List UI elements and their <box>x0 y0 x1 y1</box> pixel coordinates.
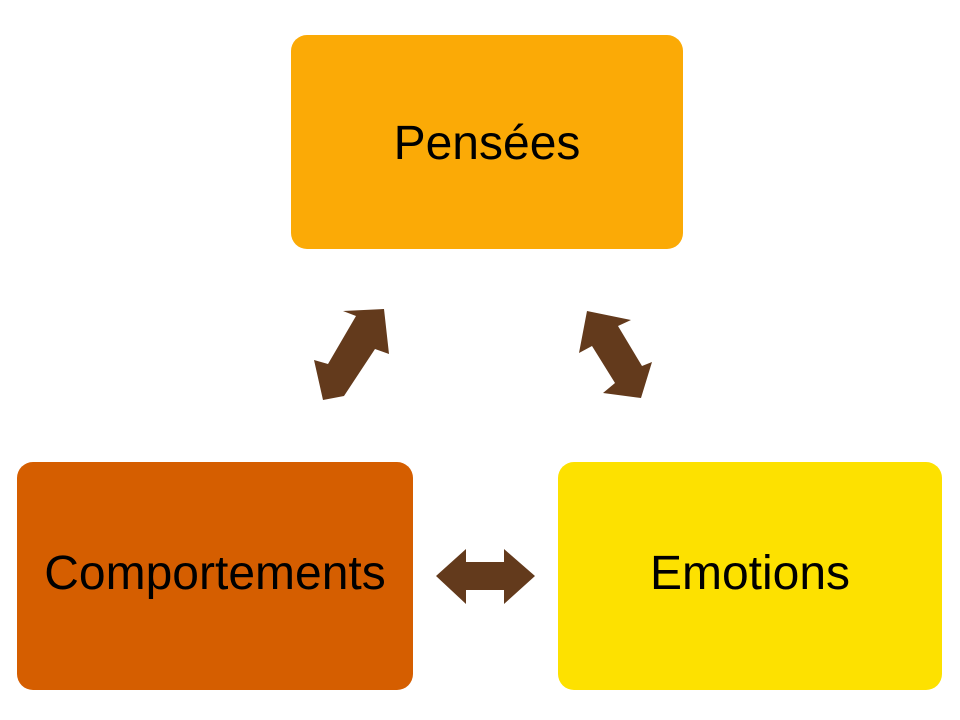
node-comportements-label: Comportements <box>44 547 386 600</box>
double-arrow-pensees-comportements <box>314 309 389 400</box>
double-arrow-comportements-emotions <box>436 549 535 604</box>
node-emotions-label: Emotions <box>649 547 851 600</box>
node-emotions: Emotions <box>558 462 942 690</box>
double-arrow-pensees-emotions <box>579 311 652 398</box>
node-pensees-label: Pensées <box>393 117 581 170</box>
node-comportements: Comportements <box>17 462 413 690</box>
node-pensees: Pensées <box>291 35 683 249</box>
